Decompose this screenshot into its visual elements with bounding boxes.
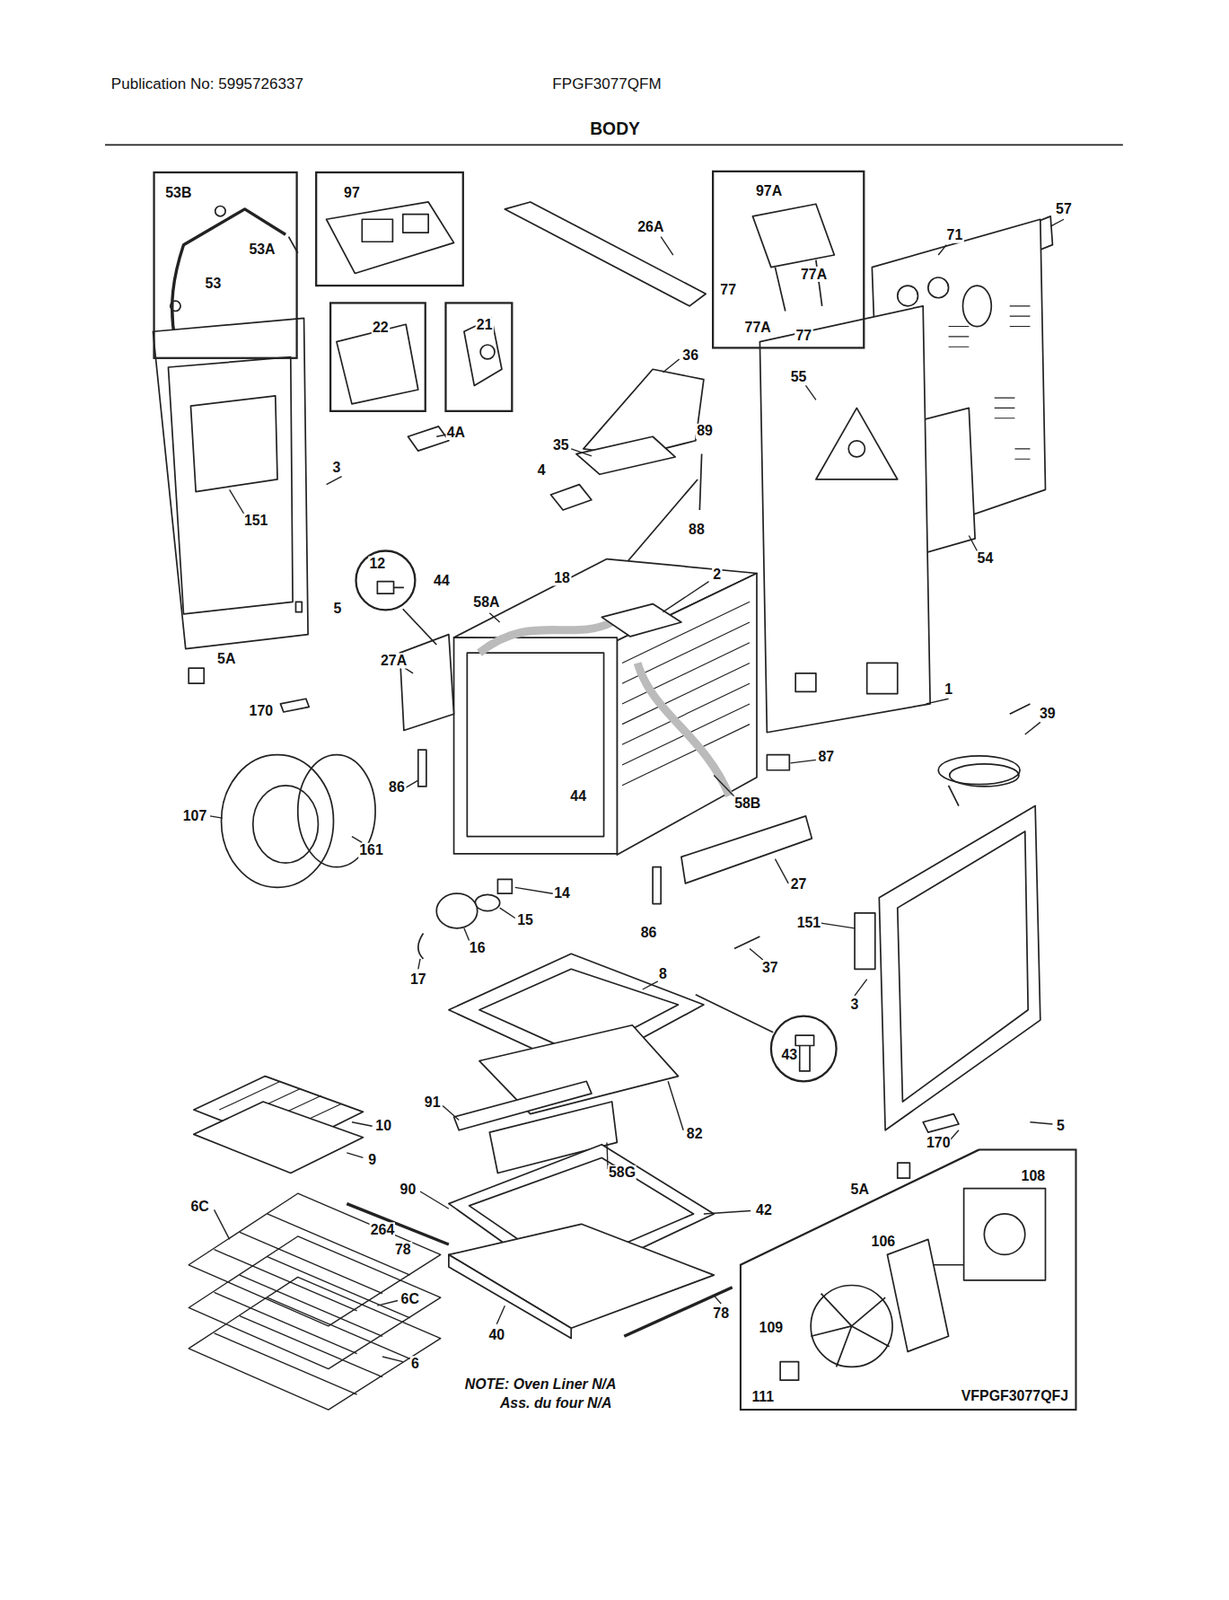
callout-number: 5 — [1055, 1118, 1066, 1134]
callout-number: 54 — [975, 551, 994, 567]
inset-box: 21 — [444, 301, 513, 413]
callout-number: 53A — [247, 242, 276, 258]
callout-number: 91 — [423, 1094, 442, 1110]
callout-number: 77 — [794, 327, 813, 343]
callout-number: 21 — [475, 317, 494, 334]
callout-number: 89 — [695, 423, 714, 439]
callout-number: 17 — [409, 971, 428, 987]
detail-circle: 12 — [354, 549, 416, 611]
callout-number: 27 — [790, 876, 808, 892]
callout-number: 107 — [182, 807, 209, 824]
note-text: NOTE: Oven Liner N/A — [464, 1376, 618, 1392]
callout-number: 12 — [368, 556, 387, 572]
callout-number: 6C — [399, 1291, 421, 1308]
callout-number: 106 — [869, 1233, 896, 1249]
callout-number: 16 — [468, 940, 487, 957]
detail-circle: 43 — [770, 1014, 838, 1082]
callout-number: 161 — [358, 842, 385, 859]
callout-number: 109 — [757, 1319, 784, 1335]
callout-number: 43 — [780, 1046, 799, 1063]
callout-number: 108 — [1019, 1167, 1046, 1184]
callout-number: 58A — [472, 595, 501, 611]
callout-number: 40 — [487, 1326, 506, 1343]
callout-number: 2 — [711, 566, 722, 582]
inset-box: 53B 53A 53 — [152, 171, 298, 360]
callout-number: 53B — [164, 184, 193, 201]
callout-number: 4 — [536, 462, 547, 478]
callout-number: 18 — [553, 570, 571, 586]
callout-number: 15 — [516, 912, 535, 928]
callout-number: 6 — [410, 1355, 421, 1371]
callout-number: 5A — [849, 1181, 870, 1197]
callout-number: 8 — [658, 965, 668, 982]
diagram-title: BODY — [589, 119, 641, 141]
callout-number: 77 — [719, 281, 738, 298]
callout-number: 58B — [733, 796, 762, 812]
header-text: Publication No: 5995726337 — [110, 75, 305, 93]
callout-number: 26A — [636, 219, 665, 236]
callout-number: 90 — [398, 1181, 417, 1197]
callout-number: 71 — [945, 228, 964, 244]
callout-number: 5A — [216, 650, 238, 667]
callout-number: 53 — [203, 275, 222, 291]
inset-outline — [739, 1148, 1078, 1411]
callout-number: 170 — [247, 702, 274, 719]
callout-number: 86 — [640, 925, 659, 941]
callout-number: 151 — [243, 513, 270, 529]
callout-number: 36 — [681, 348, 700, 364]
callout-number: VFPGF3077QFJ — [960, 1388, 1071, 1405]
callout-number: 44 — [432, 573, 451, 589]
callout-number: 97A — [754, 184, 783, 200]
callout-number: 97 — [342, 184, 361, 201]
callout-number: 77A — [799, 266, 828, 282]
callout-number: 78 — [394, 1241, 413, 1257]
callout-number: 9 — [367, 1151, 378, 1168]
callout-number: 6C — [189, 1198, 211, 1214]
callout-number: 39 — [1038, 706, 1057, 722]
callout-number: 3 — [849, 996, 860, 1012]
callout-number: 42 — [754, 1202, 773, 1219]
inset-box: 97A 77 77A 77A 77 — [711, 170, 865, 350]
inset-box: 108 106 109 111 VFPGF3077QFJ — [739, 1148, 1078, 1411]
callout-number: 82 — [685, 1126, 704, 1142]
callout-number: 44 — [569, 789, 588, 805]
callout-number: 78 — [711, 1306, 730, 1322]
callout-number: 151 — [796, 914, 823, 931]
callout-number: 88 — [687, 521, 706, 537]
callout-number: 10 — [374, 1118, 393, 1134]
callout-number: 27A — [379, 652, 408, 668]
callout-number: 1 — [943, 681, 954, 697]
callout-number: 170 — [925, 1135, 952, 1151]
callout-number: 22 — [371, 319, 390, 335]
callout-number: 77A — [743, 319, 772, 335]
callout-number: 86 — [387, 779, 406, 795]
header-text: FPGF3077QFM — [551, 75, 662, 93]
callout-number: 14 — [553, 885, 571, 901]
callout-number: 87 — [816, 748, 835, 764]
inset-box: 22 — [329, 301, 427, 413]
callout-number: 4A — [446, 424, 467, 440]
callout-number: 35 — [552, 438, 571, 454]
callout-number: 5 — [332, 601, 343, 617]
callout-number: 111 — [750, 1389, 775, 1405]
inset-border — [740, 1149, 1077, 1410]
note-text: Ass. du four N/A — [499, 1395, 614, 1412]
callout-number: 37 — [761, 959, 780, 975]
callout-number: 57 — [1054, 201, 1073, 217]
callout-number: 3 — [331, 460, 342, 476]
callout-number: 264 — [369, 1221, 396, 1238]
callout-number: 58G — [607, 1165, 637, 1181]
callout-number: 55 — [790, 369, 808, 386]
inset-box: 97 — [315, 171, 465, 287]
